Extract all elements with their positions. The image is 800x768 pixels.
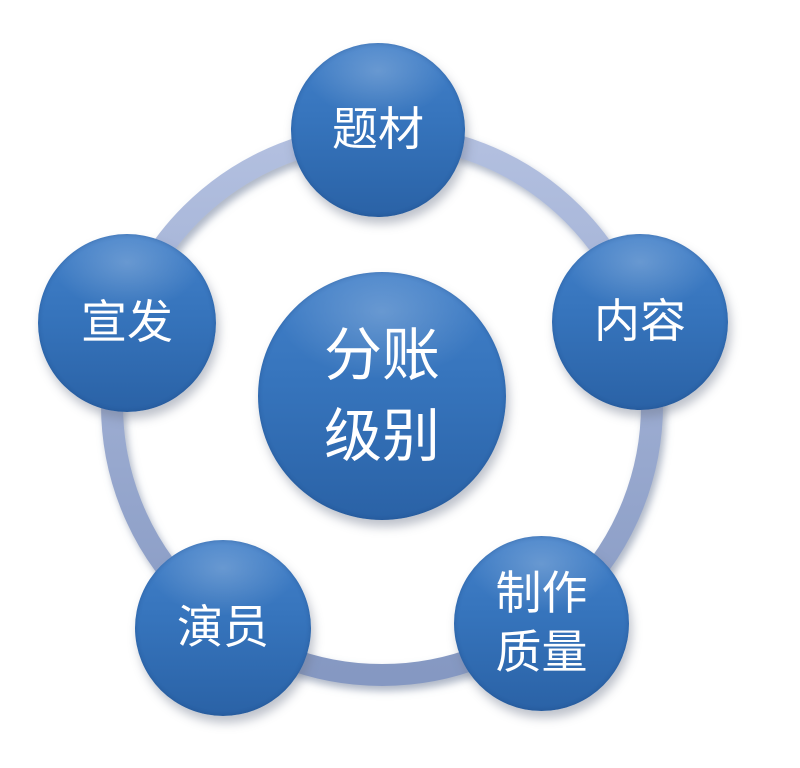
node-production-quality-label: 制作 质量 — [496, 565, 588, 683]
node-promotion-line-1: 宣发 — [81, 296, 173, 348]
node-promotion-label: 宣发 — [81, 294, 173, 353]
node-production-quality: 制作 质量 — [454, 536, 629, 711]
node-content-line-1: 内容 — [594, 295, 686, 347]
node-promotion: 宣发 — [38, 234, 216, 412]
node-center-label: 分账 级别 — [324, 315, 440, 477]
node-center-split-account-level: 分账 级别 — [258, 272, 506, 520]
node-actors-label: 演员 — [177, 599, 269, 658]
node-subject-matter: 题材 — [291, 43, 465, 217]
node-subject-matter-line-1: 题材 — [332, 103, 424, 155]
node-production-quality-line-2: 质量 — [495, 626, 588, 678]
node-production-quality-line-1: 制作 — [495, 567, 588, 619]
node-actors-line-1: 演员 — [177, 601, 269, 653]
node-subject-matter-label: 题材 — [332, 101, 424, 160]
node-actors: 演员 — [135, 540, 311, 716]
node-center-line-2: 级别 — [323, 404, 440, 469]
node-center-line-1: 分账 — [323, 322, 440, 388]
node-content-label: 内容 — [594, 293, 686, 352]
node-content: 内容 — [552, 234, 728, 410]
